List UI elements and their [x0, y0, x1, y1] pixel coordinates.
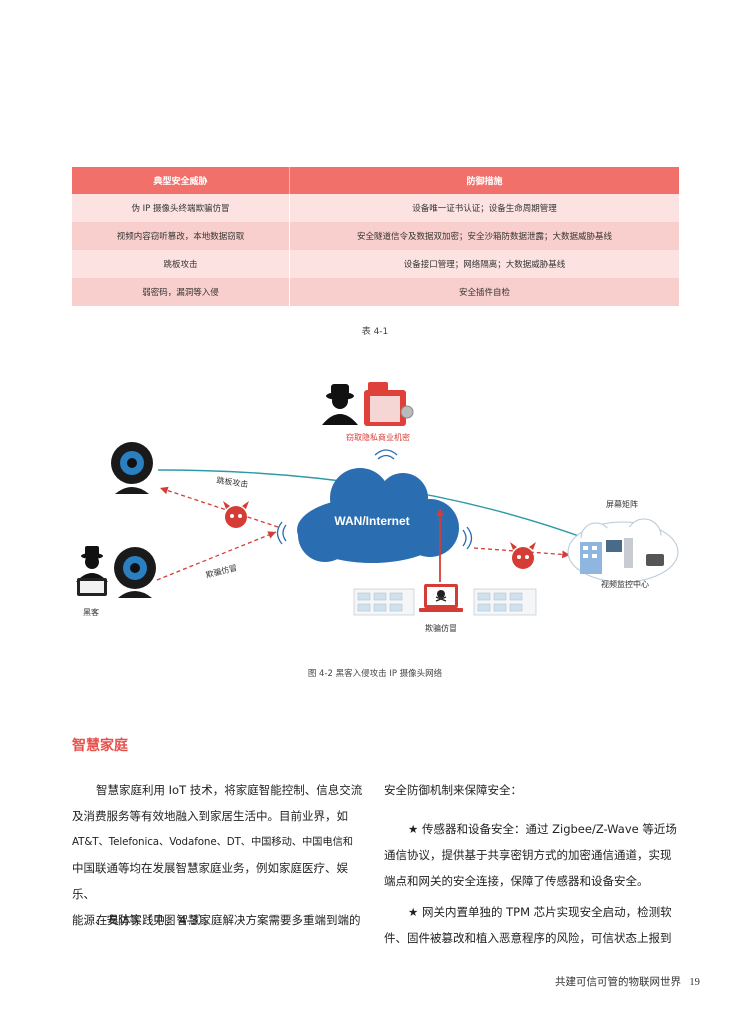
text-line: 在具体实践中，智慧家庭解决方案需要多重端到端的: [96, 913, 361, 927]
text-line: 智慧家庭利用 IoT 技术，将家庭智能控制、信息交流: [96, 783, 363, 797]
threat-defense-table: 典型安全威胁 防御措施 伪 IP 摄像头终端欺骗仿冒 设备唯一证书认证；设备生命…: [72, 167, 679, 306]
text-line: ★ 传感器和设备安全：通过 Zigbee/Z-Wave 等近场: [408, 822, 677, 836]
text-line: 安全防御机制来保障安全：: [384, 783, 522, 797]
threat-cell: 视频内容窃听篡改，本地数据窃取: [72, 222, 290, 250]
page-number: 19: [689, 977, 700, 988]
right-paragraph-3: ★ 网关内置单独的 TPM 芯片实现安全启动，检测软 件、固件被篡改和植入恶意程…: [384, 899, 682, 951]
left-paragraph-1: 智慧家庭利用 IoT 技术，将家庭智能控制、信息交流 及消费服务等有效地融入到家…: [72, 777, 368, 933]
header-defense: 防御措施: [289, 167, 679, 194]
wan-cloud: [297, 468, 459, 563]
right-paragraph-1: 安全防御机制来保障安全：: [384, 777, 682, 803]
attack-network-diagram: WAN/Internet 窃取隐私商业机密 跳板攻击 欺骗仿冒 欺骗仿冒 黑客 …: [76, 382, 679, 633]
table-caption: 表 4-1: [361, 327, 389, 337]
right-paragraph-2: ★ 传感器和设备安全：通过 Zigbee/Z-Wave 等近场 通信协议，提供基…: [384, 816, 682, 894]
defense-cell: 设备接口管理；网络隔离；大数据威胁基线: [289, 250, 679, 278]
steal-label: 窃取隐私商业机密: [346, 432, 410, 442]
table-row: 弱密码，漏洞等入侵 安全插件自检: [72, 278, 679, 306]
attack-line-to-camera-1: [159, 486, 279, 528]
text-line: AT&T、Telefonica、Vodafone、DT、中国移动、中国电信和: [72, 836, 353, 848]
spoof-label-bottom: 欺骗仿冒: [425, 623, 457, 633]
defense-cell: 安全插件自检: [289, 278, 679, 306]
table-header-row: 典型安全威胁 防御措施: [72, 167, 679, 194]
hacker-icon: [76, 546, 108, 596]
table-row: 视频内容窃听篡改，本地数据窃取 安全隧道信令及数据双加密；安全沙箱防数据泄露；大…: [72, 222, 679, 250]
figure-caption: 图 4-2 黑客入侵攻击 IP 摄像头网络: [307, 669, 443, 679]
text-line: 及消费服务等有效地融入到家居生活中。目前业界，如: [72, 809, 348, 823]
monitoring-center-label: 视频监控中心: [601, 579, 649, 589]
cloud-label: WAN/Internet: [334, 514, 409, 528]
threat-cell: 跳板攻击: [72, 250, 290, 278]
text-line: 通信协议，提供基于共享密钥方式的加密通信通道，实现: [384, 848, 672, 862]
screen-matrix-label: 屏幕矩阵: [606, 499, 638, 509]
defense-cell: 安全隧道信令及数据双加密；安全沙箱防数据泄露；大数据威胁基线: [289, 222, 679, 250]
hacker-label: 黑客: [83, 607, 99, 617]
threat-cell: 伪 IP 摄像头终端欺骗仿冒: [72, 194, 290, 222]
spy-hacker-icon: [322, 384, 358, 425]
camera-icon-left: [114, 547, 156, 598]
attack-line-from-hacker: [156, 531, 277, 581]
jump-attack-label: 跳板攻击: [216, 475, 249, 489]
text-line: 件、固件被篡改和植入恶意程序的风险，可信状态上报到: [384, 931, 672, 945]
footer-text: 共建可信可管的物联网世界: [555, 976, 681, 988]
text-line: 端点和网关的安全连接，保障了传感器和设备安全。: [384, 874, 649, 888]
text-line: 能源、安防等（见图 4-3）。: [72, 913, 216, 927]
camera-icon-top: [111, 442, 153, 494]
attack-line-to-center: [473, 547, 571, 559]
spoof-label-left: 欺骗仿冒: [205, 562, 238, 579]
devil-icon-1: [223, 501, 249, 528]
table-row: 伪 IP 摄像头终端欺骗仿冒 设备唯一证书认证；设备生命周期管理: [72, 194, 679, 222]
screen-panel-right: [473, 588, 537, 616]
table-row: 跳板攻击 设备接口管理；网络隔离；大数据威胁基线: [72, 250, 679, 278]
monitoring-center-icon: [567, 518, 679, 583]
defense-cell: 设备唯一证书认证；设备生命周期管理: [289, 194, 679, 222]
devil-icon-2: [510, 542, 536, 569]
threat-cell: 弱密码，漏洞等入侵: [72, 278, 290, 306]
page-footer: 共建可信可管的物联网世界 19: [555, 974, 700, 989]
header-threat: 典型安全威胁: [72, 167, 290, 194]
section-title: 智慧家庭: [72, 738, 128, 754]
malicious-laptop-icon: [419, 584, 463, 612]
screen-panel-left: [353, 588, 415, 616]
text-line: 中国联通等均在发展智慧家庭业务，例如家庭医疗、娱乐、: [72, 861, 348, 901]
text-line: ★ 网关内置单独的 TPM 芯片实现安全启动，检测软: [408, 905, 672, 919]
left-paragraph-2: 在具体实践中，智慧家庭解决方案需要多重端到端的: [72, 907, 368, 933]
secret-folder-icon: [364, 382, 414, 426]
